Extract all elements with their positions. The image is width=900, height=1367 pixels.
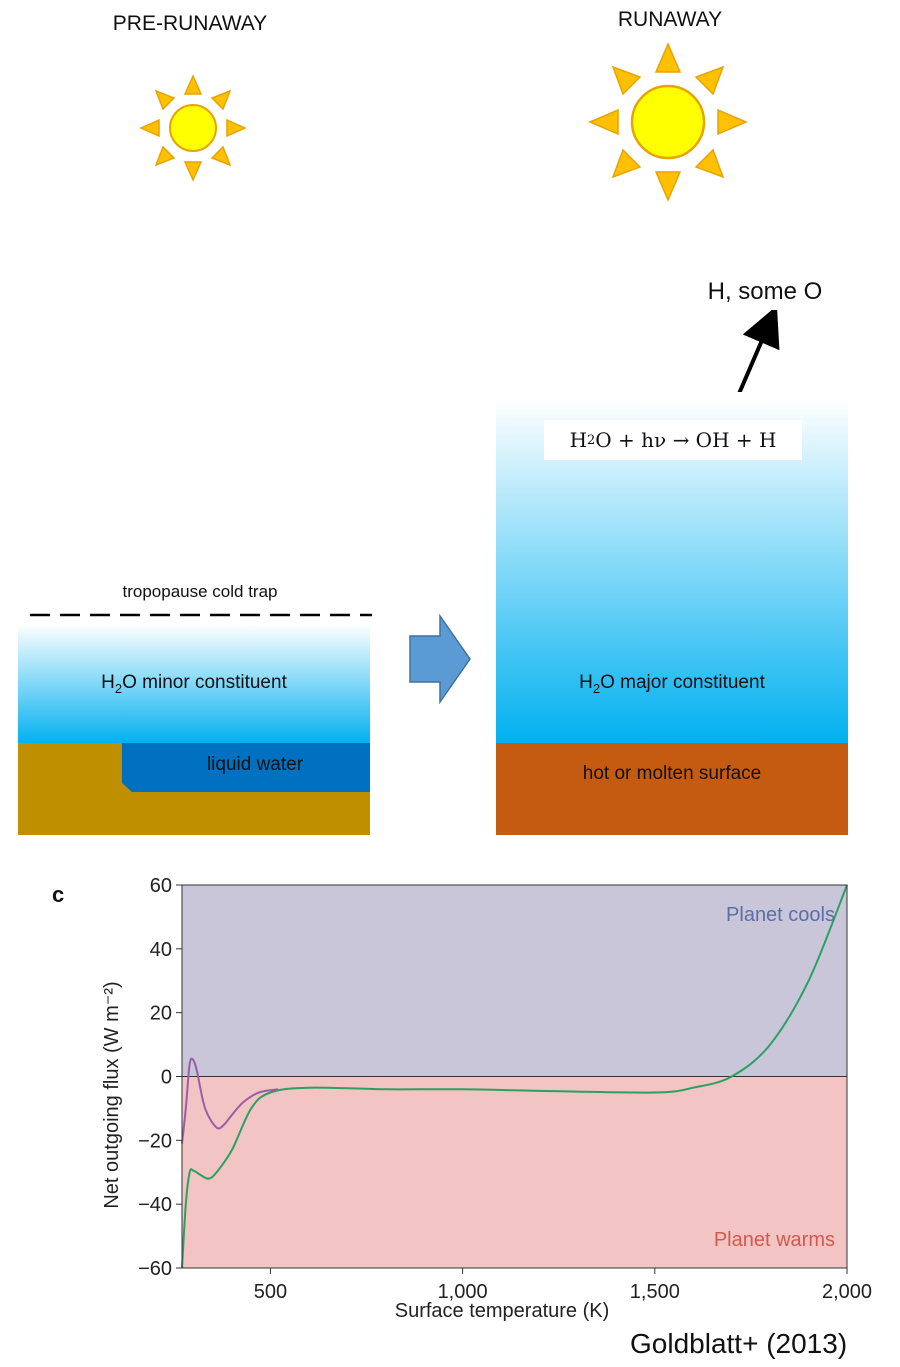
cold-trap-dashed-line [30,613,372,617]
flux-chart: 60 40 20 0 −20 −40 −60 500 1,000 1,500 2,000 Plan… [101,875,872,1322]
series-line-0 [181,884,848,1269]
y-tick-label: −40 [138,1194,172,1216]
large-sun-icon [588,42,748,202]
y-tick-label: 60 [150,875,172,897]
right-arrow-icon [409,614,471,704]
region-label: Planet cools [726,904,835,926]
y-axis-label: Net outgoing flux (W m⁻²) [101,981,123,1208]
pre-runaway-atmosphere: H2O minor constituent [18,624,370,744]
small-sun-icon [140,75,246,181]
pre-runaway-atmosphere-label: H2O minor constituent [101,672,287,696]
y-tick-label: −60 [138,1258,172,1280]
x-tick-label: 1,000 [438,1281,488,1303]
sun-rays [588,42,748,202]
liquid-water-body [122,743,370,792]
panel-letter: c [52,882,65,907]
y-tick-label: 20 [150,1003,172,1025]
x-axis-label: Surface temperature (K) [395,1300,610,1322]
series-line-1 [181,1057,279,1144]
liquid-water-label: liquid water [206,754,304,775]
x-tick-label: 2,000 [822,1281,872,1303]
citation: Goldblatt+ (2013) [630,1328,848,1359]
region-label: Planet warms [714,1229,835,1251]
pre-runaway-title: PRE-RUNAWAY [112,12,268,35]
escape-arrow-icon [736,310,780,397]
x-tick-label: 500 [254,1281,287,1303]
runaway-title: RUNAWAY [617,8,723,31]
cold-trap-label: tropopause cold trap [122,582,278,601]
runaway-atmosphere-label: H2O major constituent [579,672,765,696]
sun-rays [140,75,246,181]
escape-label: H, some O [707,278,823,305]
runaway-surface-label: hot or molten surface [582,763,762,784]
y-tick-label: −20 [138,1130,172,1152]
runaway-surface: hot or molten surface [496,743,848,835]
region-0 [182,885,847,1077]
y-tick-label: 0 [161,1067,172,1089]
region-1 [182,1076,847,1268]
y-tick-label: 40 [150,939,172,961]
x-tick-label: 1,500 [630,1281,680,1303]
